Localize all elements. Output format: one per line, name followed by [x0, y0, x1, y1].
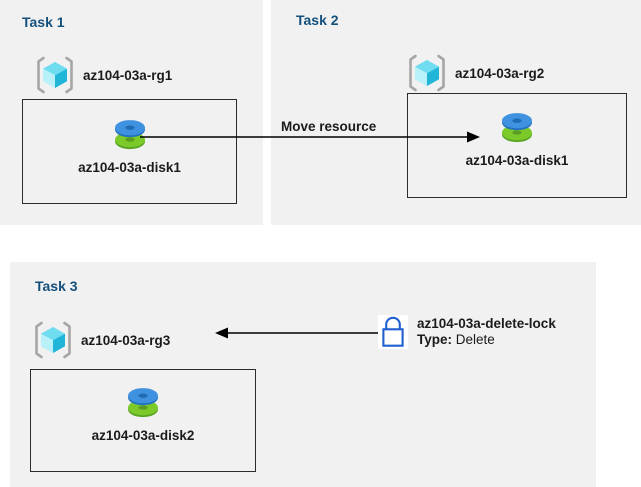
- task-3-disk-label: az104-03a-disk2: [91, 428, 195, 443]
- task-2-disk-label: az104-03a-disk1: [465, 153, 569, 168]
- lock-text-block: az104-03a-delete-lock Type: Delete: [417, 315, 556, 349]
- delete-lock-annotation: az104-03a-delete-lock Type: Delete: [378, 315, 556, 349]
- task-1-title: Task 1: [22, 14, 65, 30]
- task-2-resource-box: az104-03a-disk1: [407, 93, 627, 198]
- managed-disk-icon: [121, 382, 165, 424]
- task-3-resource-group: az104-03a-rg3: [32, 320, 170, 360]
- resource-group-icon: [32, 320, 74, 360]
- task-1-disk: az104-03a-disk1: [23, 114, 236, 175]
- task-3-title: Task 3: [35, 278, 78, 294]
- task-1-resource-box: az104-03a-disk1: [22, 99, 237, 204]
- move-resource-label: Move resource: [281, 119, 377, 134]
- task-3-resource-box: az104-03a-disk2: [30, 369, 256, 472]
- lock-type-value: Delete: [455, 332, 495, 348]
- task-3-disk: az104-03a-disk2: [31, 382, 255, 443]
- task-1-disk-label: az104-03a-disk1: [78, 160, 181, 175]
- resource-group-icon: [34, 55, 76, 95]
- task-2-resource-group: az104-03a-rg2: [406, 53, 544, 93]
- task-1-resource-group-label: az104-03a-rg1: [83, 67, 173, 83]
- lock-name: az104-03a-delete-lock: [417, 316, 556, 331]
- lock-type-row: Type: Delete: [417, 332, 556, 348]
- lock-type-label: Type:: [417, 332, 453, 348]
- managed-disk-icon: [108, 114, 152, 156]
- managed-disk-icon: [495, 107, 539, 149]
- task-1-resource-group: az104-03a-rg1: [34, 55, 172, 95]
- task-2-resource-group-label: az104-03a-rg2: [455, 65, 545, 81]
- task-2-title: Task 2: [296, 12, 339, 28]
- padlock-icon: [378, 315, 408, 349]
- task-2-disk: az104-03a-disk1: [408, 107, 626, 168]
- resource-group-icon: [406, 53, 448, 93]
- task-3-resource-group-label: az104-03a-rg3: [81, 332, 171, 348]
